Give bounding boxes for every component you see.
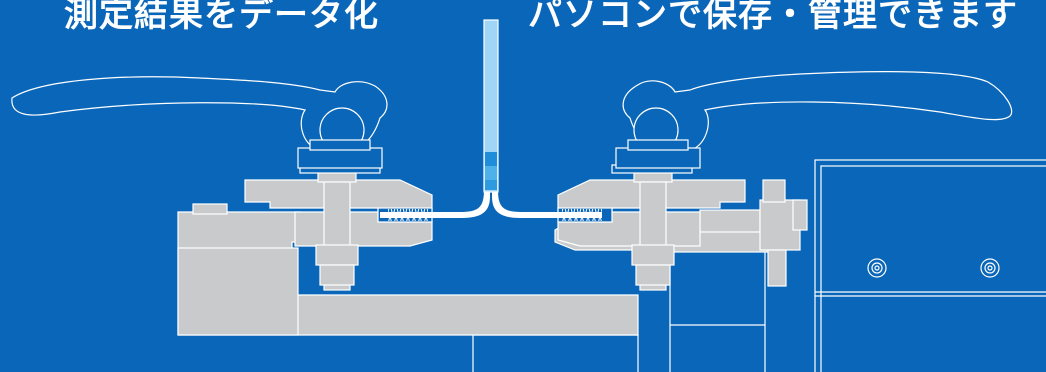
strip-marker-dark [485, 152, 497, 166]
caption-right: パソコンで保存・管理できます [528, 0, 1018, 35]
left-bolt-assembly [299, 164, 381, 291]
left-base [177, 203, 639, 336]
test-strip [380, 19, 602, 218]
strip-marker-low [485, 180, 497, 190]
mounting-box [814, 159, 1046, 372]
caption-left: 測定結果をデータ化 [64, 0, 379, 35]
right-lever-handle [615, 71, 1013, 169]
left-lever-handle [11, 76, 388, 169]
right-bolt-assembly [611, 164, 693, 291]
strip-marker-mid [485, 166, 497, 180]
